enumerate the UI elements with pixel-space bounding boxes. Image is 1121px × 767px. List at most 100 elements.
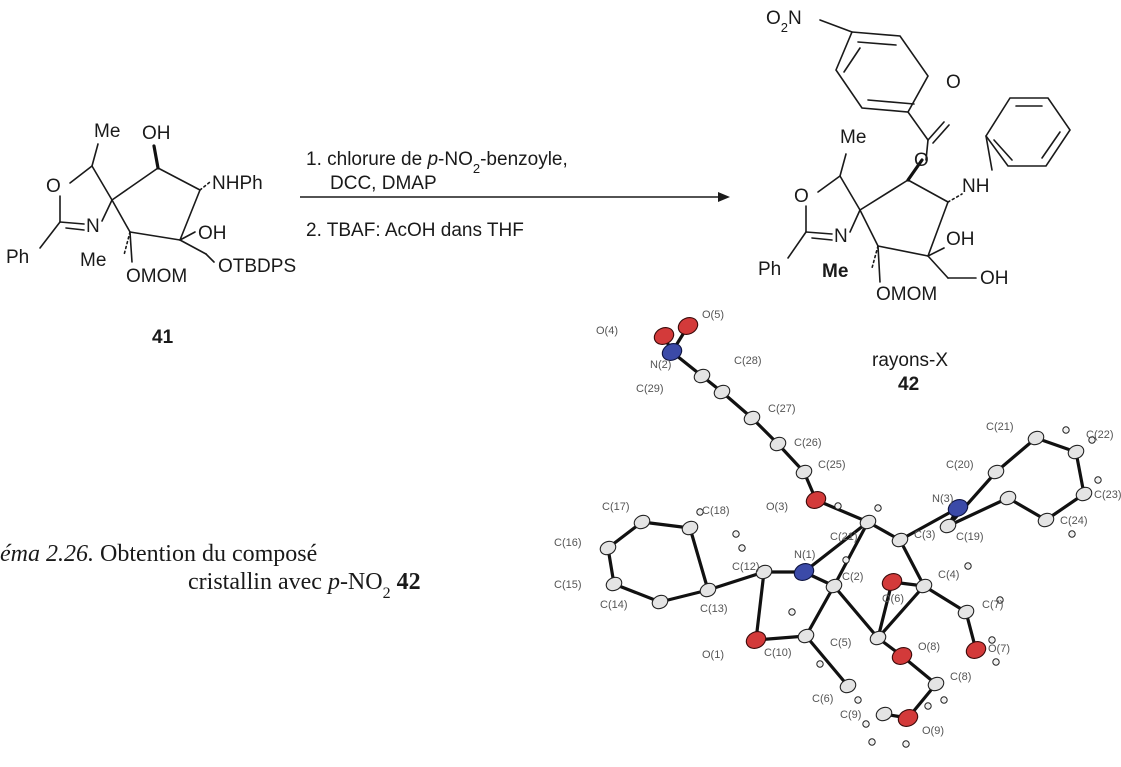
crystal-label-c26: C(26)	[794, 437, 822, 449]
crystal-label-c15: C(15)	[554, 579, 582, 591]
crystal-atom-n1	[793, 563, 815, 581]
crystal-bond-c18-c13	[688, 526, 710, 592]
c41-me-top: Me	[94, 121, 120, 142]
crystal-atom-n3	[947, 499, 969, 517]
crystal-label-c13: C(13)	[700, 603, 728, 615]
crystal-label-c17: C(17)	[602, 501, 630, 513]
c41-n-ring: N	[86, 216, 100, 237]
crystal-label-o4: O(4)	[596, 325, 618, 337]
crystal-hydrogen	[834, 502, 842, 510]
crystal-label-o1: O(1)	[702, 649, 724, 661]
crystal-atom-c23	[1075, 486, 1093, 502]
crystal-atom-o3	[805, 491, 827, 509]
c42-oh-right: OH	[946, 229, 975, 250]
crystal-hydrogen	[816, 660, 824, 668]
crystal-label-c21: C(21)	[830, 531, 858, 543]
scheme-caption-line2: cristallin avec p-NO2 42	[188, 569, 421, 602]
c41-nhph: NHPh	[212, 173, 263, 194]
c42-ester-o: O	[914, 150, 929, 171]
crystal-label-n1: N(1)	[794, 549, 815, 561]
reaction-arrow	[300, 192, 730, 202]
crystal-bond-c17-c18	[640, 520, 692, 530]
crystal-atom-c20	[987, 464, 1005, 480]
crystal-atom-o5	[677, 317, 699, 335]
crystal-label-o9: O(9)	[922, 725, 944, 737]
crystal-label-c8: C(8)	[950, 671, 971, 683]
crystal-bond-c24b-c19	[946, 496, 1010, 528]
crystal-atom-n2	[661, 343, 683, 361]
crystal-atom-c7	[957, 604, 975, 620]
crystal-label-c20: C(20)	[946, 459, 974, 471]
crystal-hydrogen	[1068, 530, 1076, 538]
c42-o-ring: O	[794, 186, 809, 207]
crystal-hydrogen	[842, 556, 850, 564]
crystal-bond-c3-n3	[898, 506, 960, 542]
crystal-label-c6: C(6)	[812, 693, 833, 705]
crystal-atom-c25	[795, 464, 813, 480]
compound-41-structure	[39, 143, 215, 263]
crystal-label-c4: C(4)	[938, 569, 959, 581]
crystal-hydrogen	[924, 702, 932, 710]
crystal-label-o3: O(3)	[766, 501, 788, 513]
crystal-structure-42: O(5)O(4)N(2)C(29)C(28)C(27)C(26)C(25)O(3…	[554, 309, 1121, 748]
crystal-hydrogen	[732, 530, 740, 538]
crystal-bond-c14-c15	[612, 582, 662, 604]
c42-me-top: Me	[840, 127, 866, 148]
crystal-atom-c24b	[999, 490, 1017, 506]
crystal-hydrogen	[874, 504, 882, 512]
c41-oh-right: OH	[198, 223, 227, 244]
c42-ph: Ph	[758, 259, 781, 280]
c42-no2: O2N	[766, 8, 802, 35]
crystal-hydrogen	[940, 696, 948, 704]
crystal-hydrogen	[696, 508, 704, 516]
crystal-bond-c4-c5	[876, 584, 926, 640]
crystal-bond-c4-c7	[922, 584, 968, 614]
c42-me-bottom: Me	[822, 261, 848, 282]
c42-nh: NH	[962, 176, 989, 197]
crystal-label-o5: O(5)	[702, 309, 724, 321]
c42-ch2oh: OH	[980, 268, 1009, 289]
crystal-atom-c27	[743, 410, 761, 426]
crystal-atom-c18	[681, 520, 699, 536]
crystal-hydrogen	[1088, 436, 1096, 444]
crystal-bond-c12-c13	[706, 570, 766, 592]
crystal-atom-c13	[699, 582, 717, 598]
c42-omom: OMOM	[876, 284, 937, 305]
compound-41-label: 41	[152, 327, 174, 348]
crystal-label-c2: C(2)	[842, 571, 863, 583]
crystal-labels: O(5)O(4)N(2)C(29)C(28)C(27)C(26)C(25)O(3…	[554, 309, 1121, 737]
crystal-label-c29: C(29)	[636, 383, 664, 395]
crystal-atom-o7	[965, 641, 987, 659]
crystal-label-c16: C(16)	[554, 537, 582, 549]
crystal-hydrogen	[996, 596, 1004, 604]
crystal-atom-c26	[769, 436, 787, 452]
crystal-bond-c19-c20	[946, 470, 998, 528]
compound-42-structure	[787, 19, 1071, 283]
crystal-label-c12: C(12)	[732, 561, 760, 573]
crystal-label-o6: O(6)	[882, 593, 904, 605]
crystal-atom-c8	[927, 676, 945, 692]
crystal-label-c7: C(7)	[982, 599, 1003, 611]
crystal-hydrogen	[988, 636, 996, 644]
c42-n-ring: N	[834, 226, 848, 247]
crystal-bond-c20-c21b	[994, 436, 1038, 474]
crystal-label-c25: C(25)	[818, 459, 846, 471]
crystal-atom-c14	[651, 594, 669, 610]
crystal-atom-c12	[755, 564, 773, 580]
crystal-hydrogen	[964, 562, 972, 570]
crystal-bond-o3-c21	[814, 498, 870, 524]
crystal-atom-c2	[825, 578, 843, 594]
crystal-hydrogen	[992, 658, 1000, 666]
crystal-atom-c9	[875, 706, 893, 722]
crystal-atom-o9	[897, 709, 919, 727]
crystal-hydrogen	[862, 720, 870, 728]
crystal-label-c3: C(3)	[914, 529, 935, 541]
crystal-atom-c29	[693, 368, 711, 384]
crystal-label-c21b: C(21)	[986, 421, 1014, 433]
crystal-hydrogen	[1062, 426, 1070, 434]
crystal-atom-c16	[599, 540, 617, 556]
crystal-atom-c4	[915, 578, 933, 594]
crystal-hydrogen	[1094, 476, 1102, 484]
crystal-bond-c5-o6	[876, 580, 894, 640]
